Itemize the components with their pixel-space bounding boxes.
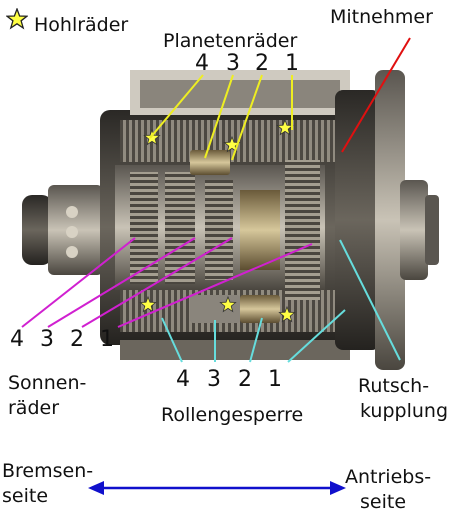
ring-gear-stars	[139, 118, 296, 323]
right-axle	[400, 180, 428, 280]
planet-number-3: 3	[226, 51, 240, 76]
label-rutschkupplung-2: kupplung	[360, 400, 449, 422]
planet-line-3	[204, 74, 234, 159]
roller-line-4	[161, 317, 183, 363]
roller-line-1	[287, 309, 346, 363]
roller-leader-lines	[161, 239, 401, 363]
roller-line-2	[249, 317, 263, 363]
mitnehmer-leader-line	[341, 37, 411, 153]
arrow-head-right	[330, 481, 346, 495]
sun-leader-lines	[21, 237, 313, 328]
sun-line-3	[47, 237, 196, 328]
roller-number-3: 3	[207, 367, 221, 392]
sun-number-3: 3	[40, 327, 54, 352]
label-rutschkupplung-1: Rutsch-	[358, 375, 430, 397]
roller-number-4: 4	[176, 367, 190, 392]
ring-gear-star-icon-1	[143, 128, 161, 146]
roller-number-2: 2	[238, 367, 252, 392]
label-antriebsseite-1: Antriebs-	[345, 466, 432, 488]
ring-gear-star-icon-6	[278, 305, 296, 323]
sun-number-1: 1	[100, 327, 114, 352]
star-icon	[6, 8, 28, 30]
ring-gear-star-icon-5	[219, 295, 237, 313]
sun-number-4: 4	[10, 327, 24, 352]
driver-ring	[335, 90, 380, 350]
planet-line-4	[149, 74, 204, 139]
ring-gear-star-icon-4	[139, 295, 157, 313]
planet-line-2	[231, 74, 263, 161]
sun-line-2	[81, 237, 233, 328]
direction-arrow	[88, 481, 346, 495]
sun-number-2: 2	[70, 327, 84, 352]
label-mitnehmer: Mitnehmer	[330, 6, 433, 28]
planet-number-4: 4	[195, 51, 209, 76]
arrow-head-left	[88, 481, 104, 495]
label-sonnenraeder-1: Sonnen-	[8, 372, 87, 394]
left-axle	[22, 195, 52, 265]
label-rollengesperre: Rollengesperre	[161, 404, 304, 426]
sun-line-1	[117, 243, 313, 328]
housing-bottom	[120, 340, 350, 360]
label-sonnenraeder-2: räder	[8, 397, 60, 419]
label-bremsenseite-1: Bremsen-	[2, 460, 94, 482]
ring-gear-star-icon-3	[276, 118, 294, 136]
planet-number-2: 2	[255, 51, 269, 76]
label-planetenraeder: Planetenräder	[163, 30, 298, 52]
roller-number-1: 1	[268, 367, 282, 392]
legend-label: Hohlräder	[34, 14, 129, 36]
planet-leader-lines	[149, 74, 293, 161]
label-antriebsseite-2: seite	[360, 491, 407, 513]
sprocket	[375, 70, 405, 370]
rutsch-line	[339, 239, 401, 361]
planet-number-1: 1	[285, 51, 299, 76]
sun-line-4	[21, 237, 136, 328]
label-bremsenseite-2: seite	[2, 485, 49, 507]
